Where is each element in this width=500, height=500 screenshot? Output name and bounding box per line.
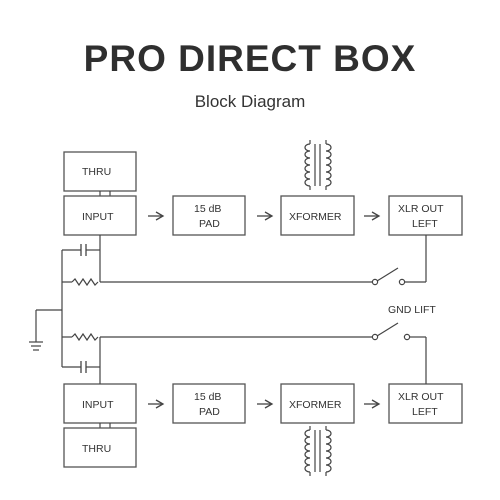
diagram-subtitle: Block Diagram bbox=[194, 92, 306, 111]
input-label: INPUT bbox=[82, 211, 114, 223]
transformer-icon bbox=[304, 425, 332, 477]
bottom-channel: INPUT THRU 15 dB PAD XFORMER XLR OUT LEF… bbox=[63, 383, 463, 477]
xlr-out-label-line1: XLR OUT bbox=[398, 391, 444, 403]
arrow-icon bbox=[256, 399, 273, 409]
capacitor-icon bbox=[80, 243, 87, 257]
resistor-icon bbox=[71, 278, 99, 286]
arrow-icon bbox=[363, 211, 380, 221]
arrow-icon bbox=[256, 211, 273, 221]
gnd-lift-label: GND LIFT bbox=[388, 304, 436, 316]
switch-icon bbox=[376, 267, 399, 282]
thru-box bbox=[63, 427, 137, 468]
pad-label-line1: 15 dB bbox=[194, 391, 221, 403]
transformer-icon bbox=[304, 139, 332, 191]
capacitor-icon bbox=[80, 360, 87, 374]
pad-label-line2: PAD bbox=[199, 406, 220, 418]
xformer-box bbox=[280, 383, 355, 424]
input-label: INPUT bbox=[82, 399, 114, 411]
xlr-out-label-line2: LEFT bbox=[412, 406, 438, 418]
top-channel: THRU INPUT 15 dB PAD XFORMER XLR OUT LEF… bbox=[63, 139, 463, 236]
pad-label-line2: PAD bbox=[199, 218, 220, 230]
thru-label: THRU bbox=[82, 443, 111, 455]
ground-network bbox=[29, 235, 427, 384]
resistor-icon bbox=[71, 333, 99, 341]
xformer-label: XFORMER bbox=[289, 211, 342, 223]
xlr-out-label-line1: XLR OUT bbox=[398, 203, 444, 215]
diagram-title: PRO DIRECT BOX bbox=[83, 38, 417, 79]
xlr-out-label-line2: LEFT bbox=[412, 218, 438, 230]
pad-label-line1: 15 dB bbox=[194, 203, 221, 215]
switch-icon bbox=[376, 322, 399, 337]
arrow-icon bbox=[147, 399, 164, 409]
pad-box bbox=[172, 195, 246, 236]
pad-box bbox=[172, 383, 246, 424]
xformer-label: XFORMER bbox=[289, 399, 342, 411]
xformer-box bbox=[280, 195, 355, 236]
arrow-icon bbox=[147, 211, 164, 221]
arrow-icon bbox=[363, 399, 380, 409]
thru-label: THRU bbox=[82, 166, 111, 178]
